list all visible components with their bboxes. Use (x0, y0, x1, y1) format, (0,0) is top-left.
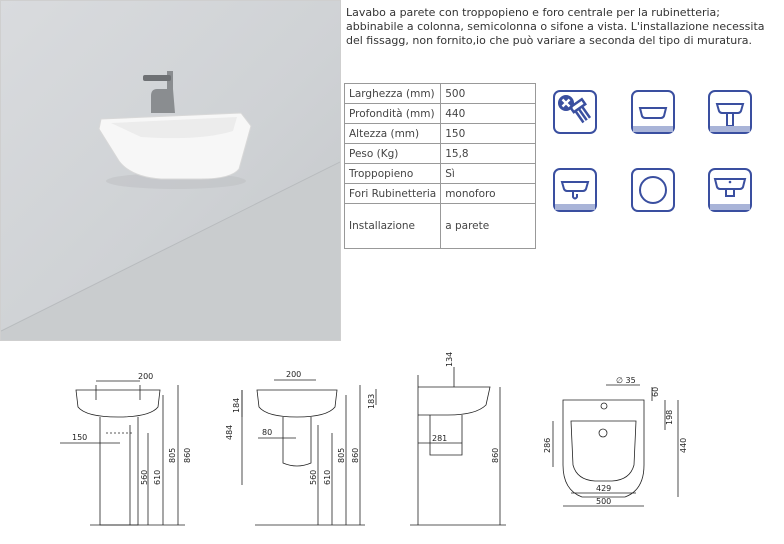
dim-text: 286 (543, 438, 552, 453)
dim-text: 134 (445, 352, 454, 367)
dim-text: 80 (262, 428, 272, 437)
dim-text: 860 (491, 448, 500, 463)
dim-text: 281 (432, 434, 447, 443)
spec-value: 150 (440, 123, 537, 144)
dim-text: 198 (665, 410, 674, 425)
spec-value: Sì (440, 163, 537, 184)
spec-row: Larghezza (mm)500 (343, 83, 537, 104)
dim-text: 184 (232, 398, 241, 413)
round-basin-icon (631, 168, 675, 212)
spec-label: Altezza (mm) (343, 123, 442, 144)
spec-value: 440 (440, 103, 537, 124)
dim-text: 610 (323, 470, 332, 485)
front-semipedestal-drawing (241, 379, 365, 526)
dim-text: 150 (72, 433, 87, 442)
spec-label: Peso (Kg) (343, 143, 442, 164)
spec-value: 500 (440, 83, 537, 104)
basin-pedestal-icon (708, 90, 752, 134)
dim-text: 860 (183, 448, 192, 463)
product-description: Lavabo a parete con troppopieno e foro c… (346, 6, 765, 47)
dim-text: 60 (651, 387, 660, 397)
dim-text: 500 (596, 497, 611, 506)
spec-row: Peso (Kg)15,8 (343, 143, 537, 164)
dim-text: 440 (679, 438, 688, 453)
spec-value: a parete (440, 203, 537, 249)
technical-drawings: 200 150 560 610 805 860 200 184 484 80 5… (60, 352, 688, 526)
dim-text: 805 (168, 448, 177, 463)
basin-top-icon (631, 90, 675, 134)
dim-text: 805 (337, 448, 346, 463)
no-fixing-kit-icon (553, 90, 597, 134)
dim-text: 200 (138, 372, 153, 381)
spec-label: Profondità (mm) (343, 103, 442, 124)
dim-text: 429 (596, 484, 611, 493)
dim-text: 610 (153, 470, 162, 485)
front-pedestal-drawing (60, 380, 185, 526)
dim-text: 560 (309, 470, 318, 485)
dim-text: 183 (367, 394, 376, 409)
top-view-drawing (552, 384, 679, 507)
spec-label: Troppopieno (343, 163, 442, 184)
dim-text: 484 (225, 425, 234, 440)
dim-text: 860 (351, 448, 360, 463)
spec-label: Installazione (343, 203, 442, 249)
dim-text: 560 (140, 470, 149, 485)
spec-value: 15,8 (440, 143, 537, 164)
product-photo (0, 0, 341, 341)
spec-row: Profondità (mm)440 (343, 103, 537, 124)
spec-label: Larghezza (mm) (343, 83, 442, 104)
spec-label: Fori Rubinetteria (343, 183, 442, 204)
basin-semipedestal-icon (708, 168, 752, 212)
spec-value: monoforo (440, 183, 537, 204)
dim-text: 200 (286, 370, 301, 379)
dim-text: ∅ 35 (616, 376, 636, 385)
spec-row: Altezza (mm)150 (343, 123, 537, 144)
basin-siphon-icon (553, 168, 597, 212)
side-view-drawing (375, 367, 506, 526)
